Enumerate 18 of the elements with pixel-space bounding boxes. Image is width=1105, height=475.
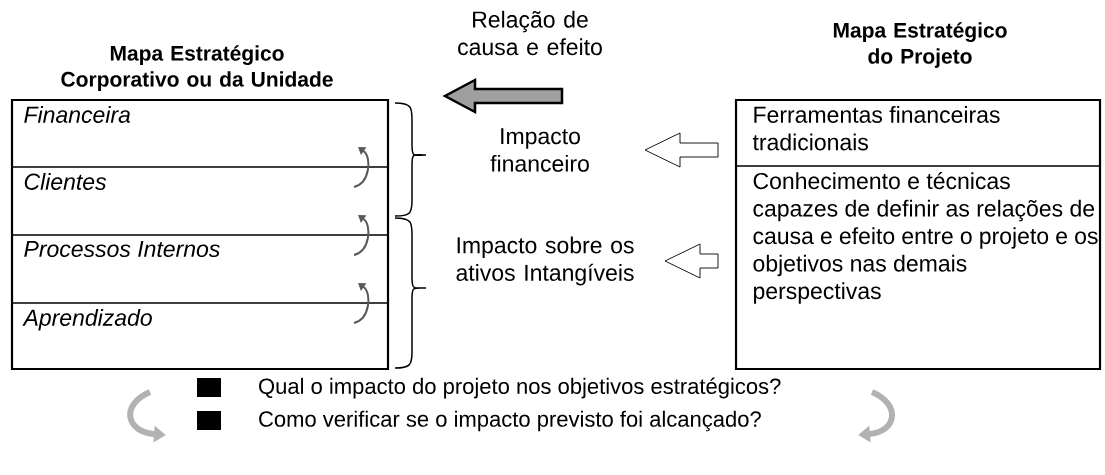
hollow-arrow — [664, 243, 719, 279]
hollow-arrow — [644, 132, 719, 168]
perspective-band: Clientes — [11, 166, 389, 236]
node-label: Mapa Estratégico do Projeto — [833, 22, 1007, 68]
caption-text: Relação de causa e efeito — [458, 10, 602, 56]
curved-arrow — [353, 215, 370, 256]
impact-text: Impacto financeiro — [490, 128, 589, 172]
perspective-band: Ferramentas financeiras tradicionais — [735, 99, 1101, 167]
impact-text: Impacto sobre os ativos Intangíveis — [456, 236, 634, 286]
node-label: Mapa Estratégico Corporativo ou da Unidade — [61, 45, 333, 91]
question-text: Como verificar se o impacto previsto foi alcançado? — [259, 410, 761, 432]
curved-arrow — [353, 283, 370, 324]
curved-arrow — [353, 147, 370, 188]
perspective-band: Processos Internos — [11, 234, 389, 304]
question-text: Qual o impacto do projeto nos objetivos estratégicos? — [259, 377, 781, 399]
perspective-band: Conhecimento e técnicas capazes de definir as relações de causa e efeito entre o projeto e os objetivos nas demais perspectivas — [735, 165, 1101, 370]
perspective-band: Financeira — [11, 99, 389, 168]
perspective-band: Aprendizado — [11, 302, 389, 370]
